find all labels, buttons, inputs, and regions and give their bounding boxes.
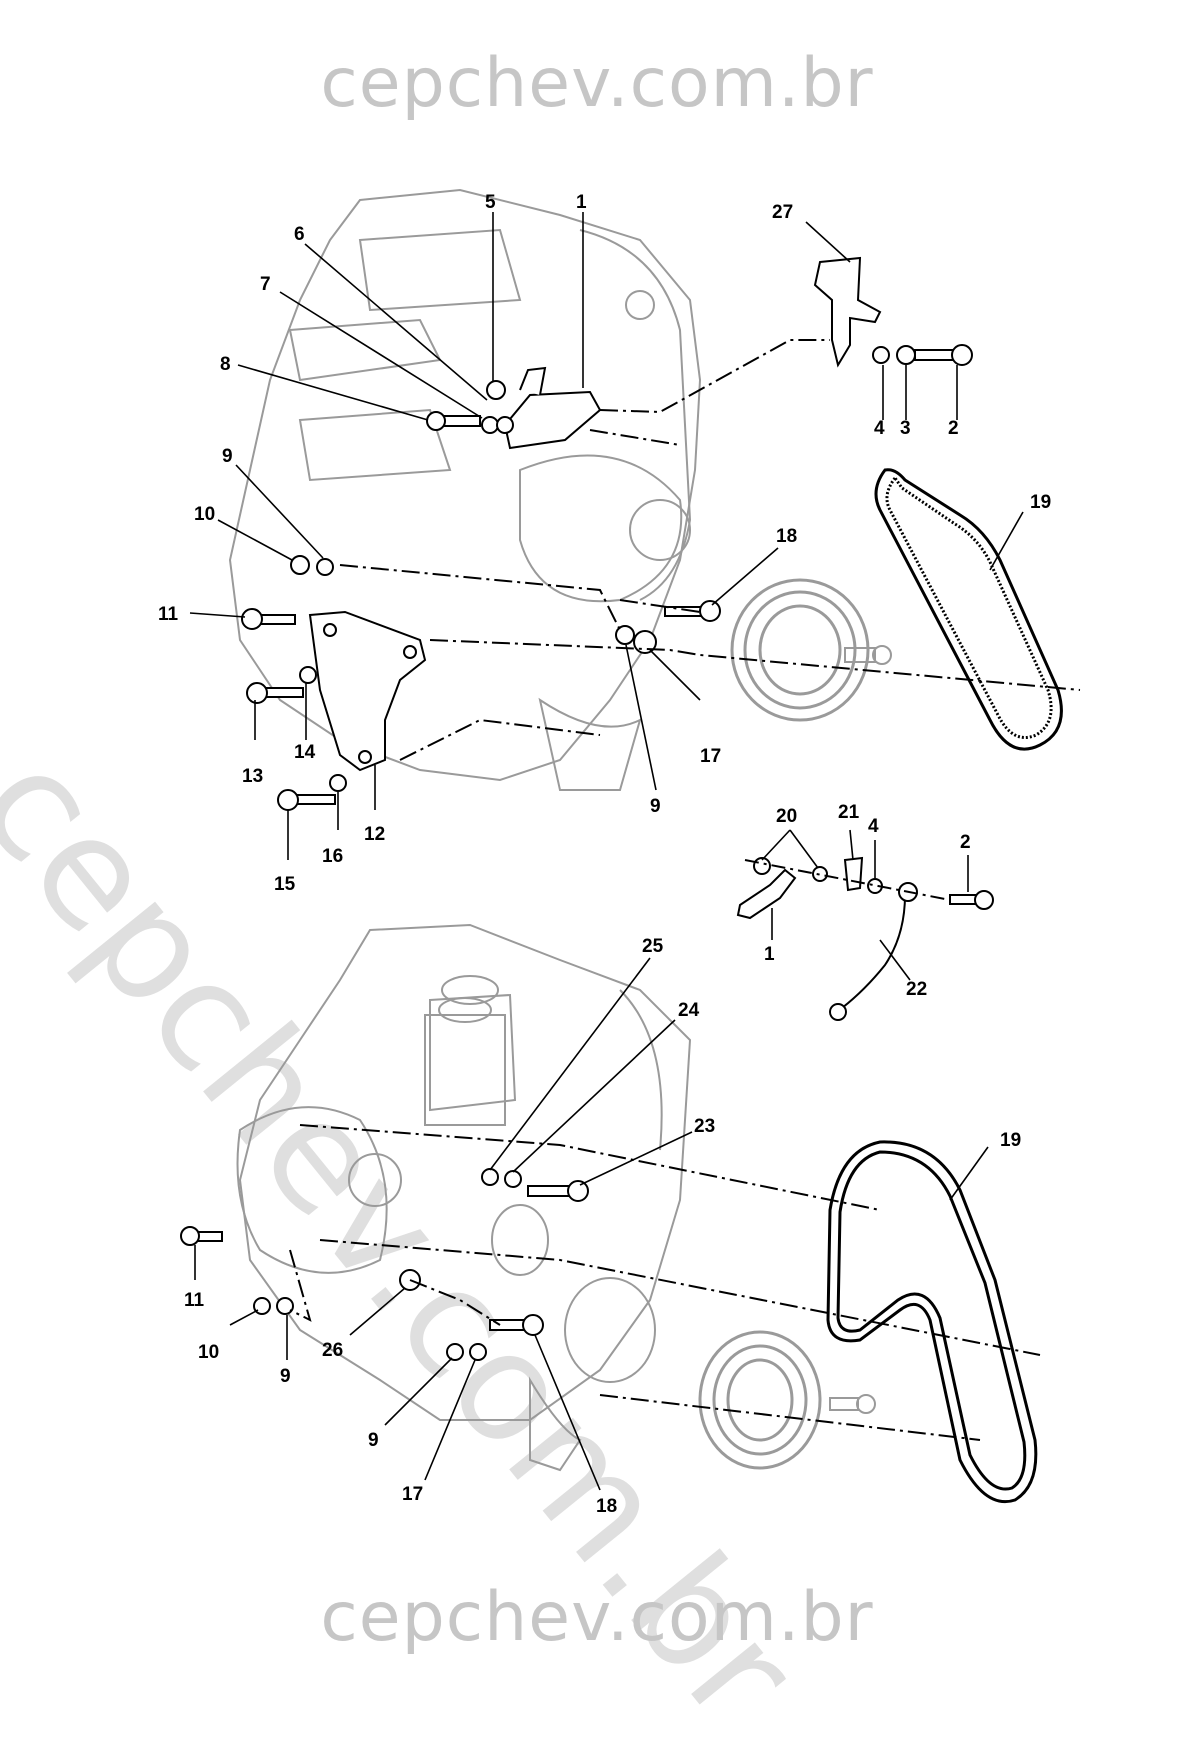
callout-9-a: 9 xyxy=(222,446,233,467)
crankshaft-pulley-bottom xyxy=(698,1330,822,1470)
callout-4-detail: 4 xyxy=(868,816,879,837)
callout-2-detail: 2 xyxy=(960,832,971,853)
callout-4-top: 4 xyxy=(874,418,885,439)
callout-17-bottom: 17 xyxy=(402,1484,423,1505)
hardware-bottom xyxy=(180,1168,589,1361)
callout-19-bottom: 19 xyxy=(1000,1130,1021,1151)
bolt-gray-bottom xyxy=(829,1394,876,1414)
callout-10-top: 10 xyxy=(194,504,215,525)
callout-3: 3 xyxy=(900,418,911,439)
callout-10-bottom: 10 xyxy=(198,1342,219,1363)
detail-bracket-1 xyxy=(736,868,797,920)
engine-top-outline xyxy=(228,188,702,791)
callout-19-top: 19 xyxy=(1030,492,1051,513)
hardware-top xyxy=(241,344,973,811)
callout-9-c: 9 xyxy=(280,1366,291,1387)
bracket-27 xyxy=(813,256,882,368)
assembly-lines-top xyxy=(339,339,1081,761)
callout-17-top: 17 xyxy=(700,746,721,767)
callout-24: 24 xyxy=(678,1000,700,1021)
exploded-parts-diagram: 5 1 27 6 7 8 4 3 2 9 10 19 18 11 13 14 1… xyxy=(158,188,1081,1517)
assembly-lines-bottom xyxy=(289,1124,1041,1441)
callout-13: 13 xyxy=(242,766,263,787)
power-steering-reservoir xyxy=(424,997,506,1126)
callout-15: 15 xyxy=(274,874,296,895)
callout-26: 26 xyxy=(322,1340,343,1361)
drive-belt-top xyxy=(874,468,1063,751)
callout-18-bottom: 18 xyxy=(596,1496,617,1517)
callout-27: 27 xyxy=(772,202,793,223)
callout-25: 25 xyxy=(642,936,664,957)
callouts: 5 1 27 6 7 8 4 3 2 9 10 19 18 11 13 14 1… xyxy=(158,192,1051,1517)
detail-cable-22 xyxy=(829,882,918,1021)
callout-1: 1 xyxy=(576,192,587,213)
callout-1-detail: 1 xyxy=(764,944,775,965)
callout-21: 21 xyxy=(838,802,860,823)
callout-8: 8 xyxy=(220,354,231,375)
callout-23: 23 xyxy=(694,1116,715,1137)
watermark-bottom: cepchev.com.br xyxy=(320,1578,874,1657)
callout-11-top: 11 xyxy=(158,604,179,625)
callout-2-top: 2 xyxy=(948,418,959,439)
leader-lines xyxy=(189,212,1024,1491)
callout-5: 5 xyxy=(485,192,496,213)
crankshaft-pulley-top xyxy=(730,578,870,722)
engine-bottom-outline xyxy=(236,923,692,1472)
detail-bracket-21 xyxy=(843,856,864,892)
callout-16: 16 xyxy=(322,846,343,867)
detail-assembly-line xyxy=(744,859,951,901)
callout-14: 14 xyxy=(294,742,316,763)
detail-hardware xyxy=(753,857,994,910)
callout-12: 12 xyxy=(364,824,385,845)
drive-belt-bottom xyxy=(826,1140,1038,1504)
watermark-top: cepchev.com.br xyxy=(320,44,874,123)
bolt-gray-top xyxy=(844,645,892,665)
callout-6: 6 xyxy=(294,224,305,245)
callout-20: 20 xyxy=(776,806,797,827)
callout-18-top: 18 xyxy=(776,526,797,547)
bracket-1-top xyxy=(503,366,602,450)
callout-7: 7 xyxy=(260,274,271,295)
alternator-bracket-12 xyxy=(308,610,427,772)
callout-9-b: 9 xyxy=(650,796,661,817)
callout-11-bottom: 11 xyxy=(184,1290,205,1311)
callout-9-d: 9 xyxy=(368,1430,379,1451)
callout-22: 22 xyxy=(906,979,927,1000)
